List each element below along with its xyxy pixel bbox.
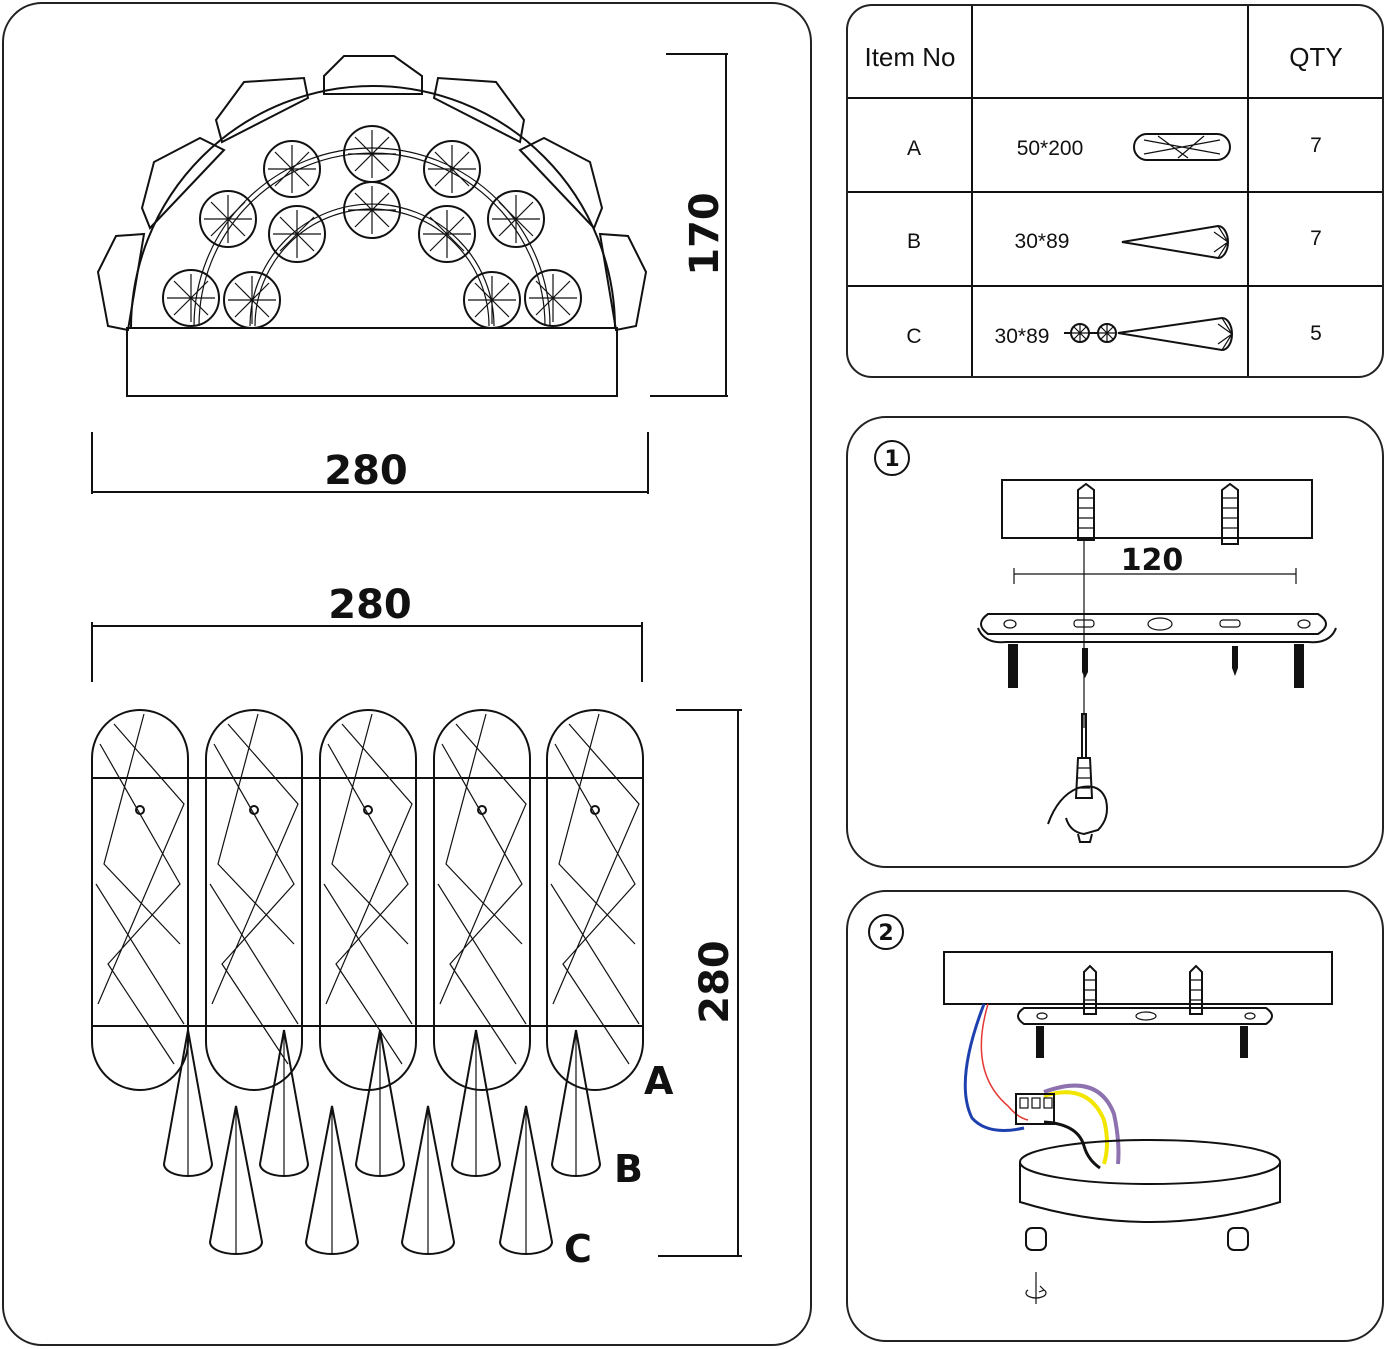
step-2-number: 2 (878, 921, 893, 946)
front-dome-outline (130, 85, 616, 329)
table-row-b: B 30*89 7 (907, 224, 1322, 260)
screwdriver-hand-icon (1047, 713, 1108, 843)
part-label-c: C (564, 1227, 592, 1271)
svg-text:A: A (907, 137, 921, 160)
spacing-label: 120 (1121, 543, 1184, 578)
product-drawing-panel: 170 280 280 280 (2, 2, 812, 1346)
svg-text:5: 5 (1310, 322, 1322, 345)
screws (1082, 646, 1238, 678)
lamp-body (1019, 1139, 1281, 1223)
crystal-c-icon (1064, 316, 1233, 352)
step-1-diagram: 1 120 (874, 440, 1337, 843)
front-height-label: 170 (682, 192, 728, 276)
front-view: 170 280 (91, 53, 728, 494)
product-drawing: 170 280 280 280 (91, 53, 742, 1271)
mounting-bracket (980, 613, 1327, 635)
parts-table-grid: Item No QTY A 50*200 7 B 30*89 7 C 30*89… (848, 6, 1382, 376)
bottom-height-label: 280 (692, 940, 738, 1024)
front-height-dimension: 170 (650, 53, 728, 397)
step-2-badge (868, 914, 904, 950)
front-round-crystals (162, 125, 582, 329)
parts-table: Item No QTY A 50*200 7 B 30*89 7 C 30*89… (846, 4, 1384, 378)
wall-anchors (1083, 964, 1203, 1015)
crystal-c-row (208, 1105, 554, 1255)
header-qty: QTY (1289, 42, 1342, 72)
crystal-b-icon (1121, 224, 1229, 260)
bottom-width-dimension: 280 (91, 582, 643, 682)
front-base-canopy (126, 327, 618, 397)
step-2-panel: 2 (846, 890, 1384, 1342)
bottom-height-dimension: 280 (658, 709, 742, 1257)
wall-anchors (1077, 482, 1239, 545)
svg-text:30*89: 30*89 (995, 325, 1050, 348)
part-label-b: B (614, 1147, 643, 1191)
front-width-label: 280 (324, 448, 408, 494)
mounting-bracket (1017, 1007, 1273, 1025)
ceiling-block (943, 951, 1333, 1005)
svg-text:7: 7 (1310, 227, 1322, 250)
crystal-a-row (91, 709, 644, 1091)
wires (963, 1003, 1121, 1170)
spacing-dimension: 120 (1013, 543, 1297, 584)
front-outer-crystals (96, 55, 648, 332)
step-1-panel: 1 120 (846, 416, 1384, 868)
ceiling-block (1001, 479, 1313, 539)
step-1-number: 1 (884, 447, 899, 472)
svg-text:C: C (906, 325, 921, 348)
rotate-icon (1025, 1272, 1047, 1304)
bottom-view: 280 280 (91, 582, 742, 1271)
bracket-bolt-left (1008, 644, 1018, 688)
svg-text:30*89: 30*89 (1015, 230, 1070, 253)
front-width-dimension: 280 (91, 432, 649, 494)
svg-text:50*200: 50*200 (1017, 137, 1084, 160)
step-2-diagram: 2 (868, 914, 1333, 1304)
svg-text:B: B (907, 230, 921, 253)
header-item-no: Item No (864, 42, 955, 72)
step-1-badge (874, 440, 910, 476)
part-label-a: A (644, 1059, 674, 1103)
terminal-block (1015, 1093, 1055, 1125)
table-row-c: C 30*89 5 (906, 316, 1322, 352)
bracket-bolt-right (1294, 644, 1304, 688)
bottom-width-label: 280 (328, 582, 412, 628)
table-row-a: A 50*200 7 (907, 133, 1322, 161)
crystal-a-icon (1133, 133, 1231, 161)
crystal-b-row (162, 1029, 602, 1177)
svg-text:7: 7 (1310, 134, 1322, 157)
mounting-knobs (1025, 1227, 1249, 1251)
